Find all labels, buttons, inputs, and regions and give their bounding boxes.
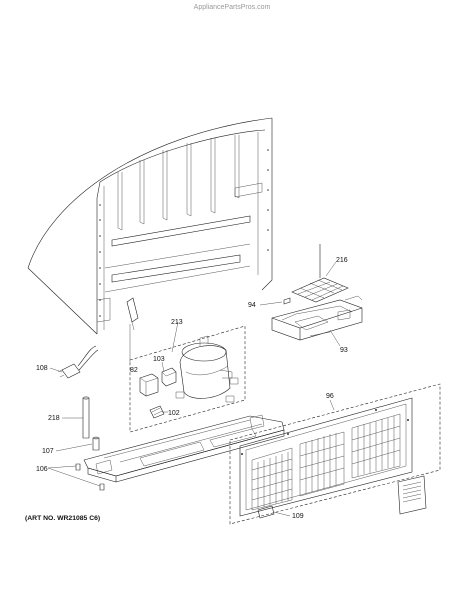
part-94-screw — [283, 297, 291, 305]
part-108-power-cord — [57, 345, 99, 379]
callout-102: 102 — [168, 410, 180, 417]
callout-94: 94 — [248, 302, 256, 309]
callout-106: 106 — [36, 466, 48, 473]
callout-213: 213 — [171, 319, 183, 326]
part-106-screws — [75, 463, 105, 491]
part-109-strip — [257, 505, 275, 519]
callout-107: 107 — [42, 448, 54, 455]
part-216-ice-basket — [291, 244, 349, 303]
art-number: (ART NO. WR21085 C6) — [25, 515, 101, 522]
watermark: AppliancePartsPros.com — [193, 4, 271, 11]
callout-216: 216 — [336, 257, 348, 264]
freezer-liner — [27, 117, 273, 335]
rating-label-card — [397, 475, 427, 515]
callout-109: 109 — [292, 513, 304, 520]
part-107-sleeve — [92, 436, 100, 451]
callout-103: 103 — [153, 356, 165, 363]
part-82-drain-tube — [126, 297, 139, 331]
callout-96: 96 — [326, 393, 334, 400]
callout-82: 82 — [130, 367, 138, 374]
part-103-relay — [139, 367, 177, 397]
part-218-tube — [82, 396, 90, 439]
part-102-clip — [149, 405, 165, 419]
base-pan — [83, 414, 285, 483]
callout-108: 108 — [36, 365, 48, 372]
compressor-group-213 — [129, 325, 246, 433]
leader-lines — [47, 261, 341, 517]
part-96-rear-cover — [229, 383, 441, 525]
part-93-tray — [271, 295, 363, 341]
callout-93: 93 — [340, 347, 348, 354]
callout-218: 218 — [48, 415, 60, 422]
